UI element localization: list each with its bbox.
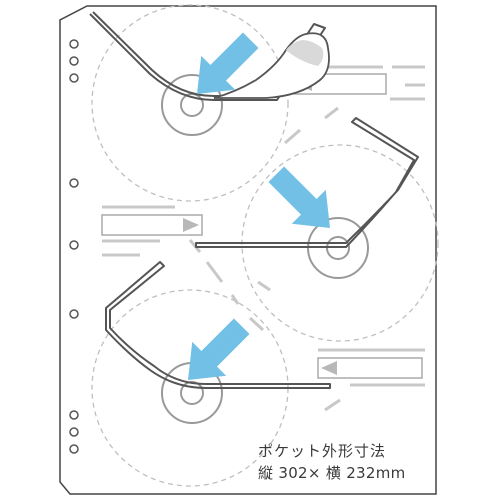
binder-hole (69, 178, 79, 188)
binder-hole (69, 73, 79, 83)
disc-outline-top (91, 4, 289, 202)
binder-holes (69, 39, 79, 454)
insert-arrow-top (197, 32, 259, 94)
insert-arrows (188, 32, 330, 380)
pocket-wire-top (89, 11, 326, 101)
binder-hole (69, 444, 79, 454)
label-slot-middle (101, 214, 203, 236)
binder-hole (69, 39, 79, 49)
binder-hole (69, 240, 79, 250)
binder-hole (69, 427, 79, 437)
binder-hole (69, 309, 79, 319)
label-slots (101, 73, 423, 379)
pocket-wire-bottom (105, 261, 331, 389)
binder-hole (69, 56, 79, 66)
label-slot-bottom (317, 357, 423, 379)
binder-hole (69, 410, 79, 420)
insert-arrow-middle (268, 166, 330, 228)
caption-dimensions: 縦 302× 横 232mm (258, 464, 406, 482)
slot-arrow-middle (183, 218, 199, 232)
caption-title: ポケット外形寸法 (258, 442, 387, 460)
peeled-flap-shadow (286, 40, 324, 66)
pocket-wire-middle (195, 117, 419, 248)
dash-marks (102, 65, 425, 412)
pocket-wires (89, 11, 419, 389)
insert-arrow-bottom (188, 318, 250, 380)
slot-arrow-bottom (321, 361, 337, 375)
